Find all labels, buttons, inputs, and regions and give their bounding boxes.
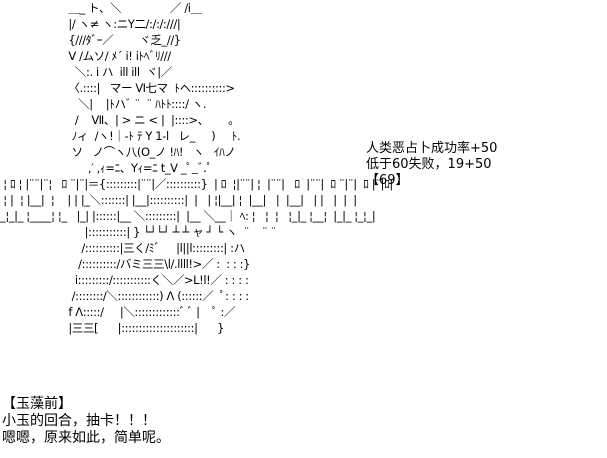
ascii-art-line: |/ ヽ≠ ヽ:ニY二/:/:/:///| bbox=[0, 17, 181, 31]
ascii-art-line: V /ムソ/ ﾒ´ i! iﾄﾍﾞﾘ/// bbox=[0, 49, 171, 63]
ascii-art-line: ソ ノ⌒ヽ八(O_ノ !ﾊ! ヽ ｲﾊノ bbox=[0, 145, 236, 159]
dialogue-box: 【玉藻前】 小玉的回合，抽卡！！！ 嗯嗯，原来如此，简单呢。 bbox=[2, 396, 170, 447]
ascii-art-line: /::::::::::/バミ三三\l/.llll!>／ : : : :} bbox=[0, 257, 251, 271]
ascii-art-line: 〈.::::| マー Ⅵ七マ ﾄヘ::::::::::> bbox=[0, 81, 235, 95]
ascii-art-line: ﾉィ /ヽ!｜-ﾄ ﾃ Y 1-l レ_ ) ﾄ. bbox=[0, 129, 241, 143]
ascii-art-line: ＼| |ﾄハﾞ ¨ ¨ ﾊﾄﾄ::::/ ヽ. bbox=[0, 97, 207, 111]
ascii-art-line: f Λ:::::/ |＼:::::::::::::ﾞ ﾞ | ﾟ :／ bbox=[0, 305, 236, 319]
divination-result: 人类恶占卜成功率+50 低于60失败，19+50 【69】 bbox=[366, 141, 497, 189]
ascii-art-line: / Ⅶ、| > ニ < | |::::>、 ｡ bbox=[0, 113, 234, 127]
ascii-art-line: /::::::::::|三く/ﾐﾞ |l||l:::::::::| :ハ bbox=[0, 241, 245, 255]
divination-failure-note: 低于60失败，19+50 bbox=[366, 157, 492, 172]
ascii-art-line: |:::::::::::| } └┘└┘ ┴ ┴ ャ ┘ └ ヽ ¨ ¨ ¨ bbox=[0, 225, 277, 239]
ascii-art-line: ＼:. i ハ ill ill ヾ|／ bbox=[0, 65, 172, 79]
dialogue-line-1: 小玉的回合，抽卡！！！ bbox=[2, 413, 156, 429]
ascii-art-line: _¦_|_ ¦____¦ ¦_ |_| |::::::|__ ＼::::::::… bbox=[0, 209, 376, 223]
ascii-art-line: |三三[ |:::::::::::::::::::::| } bbox=[0, 321, 225, 335]
divination-roll: 【69】 bbox=[366, 173, 409, 188]
ascii-art: ＿_ ト、＼ ／ /i＿ |/ ヽ≠ ヽ:ニY二/:/:/:///| {///ﾀ… bbox=[0, 0, 393, 336]
ascii-art-line: ¦ | ¦ |__| ¦ | | |_＼:::::::| |__|:::::::… bbox=[0, 193, 357, 207]
divination-success-rate: 人类恶占卜成功率+50 bbox=[366, 141, 498, 156]
ascii-art-line: i:::::::::/:::::::::::く＼／>L!l!／ : : : : bbox=[0, 273, 249, 287]
dialogue-line-2: 嗯嗯，原来如此，简单呢。 bbox=[2, 430, 170, 446]
ascii-art-line: ＿_ ト、＼ ／ /i＿ bbox=[0, 1, 202, 15]
ascii-art-line: {///ﾀﾞｰ／ ヾ乏_//} bbox=[0, 33, 181, 47]
ascii-art-line: /::::::::/＼::::::::::::) Λ (::::::／ ﾟ: :… bbox=[0, 289, 250, 303]
speaker-name: 【玉藻前】 bbox=[2, 396, 72, 412]
ascii-art-line: ¦ ﾛ ¦ |¨¨|¨¦ ﾛ ¨|¨|＝{:::::::::|¨¨|／:::::… bbox=[0, 177, 393, 191]
ascii-art-line: ,′ ,ｨ=ﾆ、Yｨ=ﾆ t_V _ﾟ_ﾞ.ﾟ bbox=[0, 161, 212, 175]
